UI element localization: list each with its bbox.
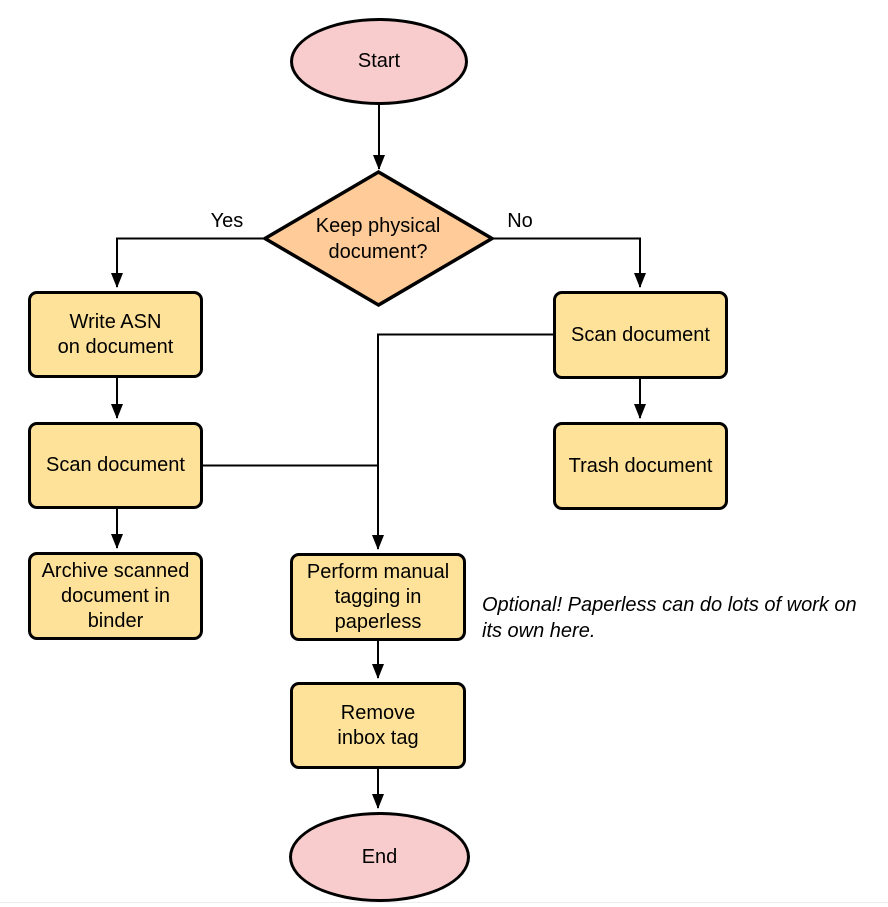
edge-label-yes: Yes [205, 210, 249, 232]
node-scan-document-right-label: Scan document [571, 323, 710, 346]
node-manual-tagging-label: Perform manual tagging in paperless [306, 560, 450, 633]
edge-scan-right-tagging [372, 333, 553, 550]
node-start-label: Start [357, 50, 401, 72]
node-archive-binder: Archive scanned document in binder [28, 552, 203, 640]
node-end: End [289, 812, 470, 902]
node-trash-document: Trash document [553, 422, 728, 510]
node-remove-inbox-tag: Remove inbox tag [290, 682, 466, 769]
edge-label-no: No [498, 210, 542, 232]
edge-decision-write-asn-yes [111, 237, 265, 288]
decision-shape [261, 169, 496, 308]
node-start: Start [290, 18, 468, 105]
node-trash-document-label: Trash document [568, 454, 713, 477]
node-remove-inbox-tag-label: Remove inbox tag [337, 701, 419, 749]
node-end-label: End [361, 845, 398, 868]
node-archive-binder-label: Archive scanned document in binder [41, 559, 190, 632]
node-scan-document-right: Scan document [553, 291, 728, 379]
node-write-asn-label: Write ASN on document [57, 310, 174, 358]
node-scan-document-left: Scan document [28, 422, 203, 509]
edge-decision-scan-right-no [492, 237, 646, 288]
node-write-asn: Write ASN on document [28, 291, 203, 378]
annotation-optional-note: Optional! Paperless can do lots of work … [482, 594, 857, 642]
node-scan-document-left-label: Scan document [46, 454, 185, 476]
node-decision-label: Keep physical document? [315, 214, 441, 263]
node-manual-tagging: Perform manual tagging in paperless [290, 553, 466, 641]
bottom-divider [0, 902, 888, 903]
